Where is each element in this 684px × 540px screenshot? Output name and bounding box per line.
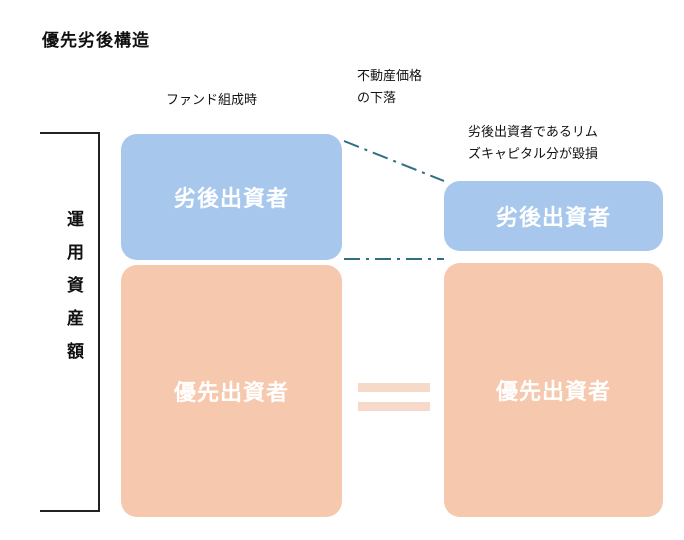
equal-sign-top-bar	[358, 383, 430, 392]
loss-line-2: ズキャピタル分が毀損	[468, 147, 599, 162]
equal-sign-bottom-bar	[358, 402, 430, 411]
after-senior-label: 優先出資者	[495, 380, 611, 405]
formation-label: ファンド組成時	[166, 90, 257, 112]
loss-line-1: 劣後出資者であるリム	[468, 125, 598, 140]
diagram-title: 優先劣後構造	[42, 31, 150, 51]
after-senior-block: 優先出資者	[444, 263, 663, 517]
top-decline-line	[343, 140, 445, 182]
initial-senior-label: 優先出資者	[173, 381, 289, 406]
after-junior-block: 劣後出資者	[444, 181, 663, 251]
initial-senior-block: 優先出資者	[121, 265, 342, 517]
axis-bracket	[40, 132, 100, 512]
price-decline-label: 不動産価格 の下落	[357, 66, 422, 110]
loss-label: 劣後出資者であるリム ズキャピタル分が毀損	[468, 122, 598, 166]
after-junior-label: 劣後出資者	[495, 206, 611, 231]
price-decline-line-2: の下落	[357, 91, 397, 106]
axis-label: 運用資産額	[63, 210, 83, 375]
price-decline-line-1: 不動産価格	[357, 69, 423, 84]
formation-label-text: ファンド組成時	[166, 93, 258, 108]
initial-junior-block: 劣後出資者	[121, 134, 342, 260]
initial-junior-label: 劣後出資者	[173, 187, 289, 212]
